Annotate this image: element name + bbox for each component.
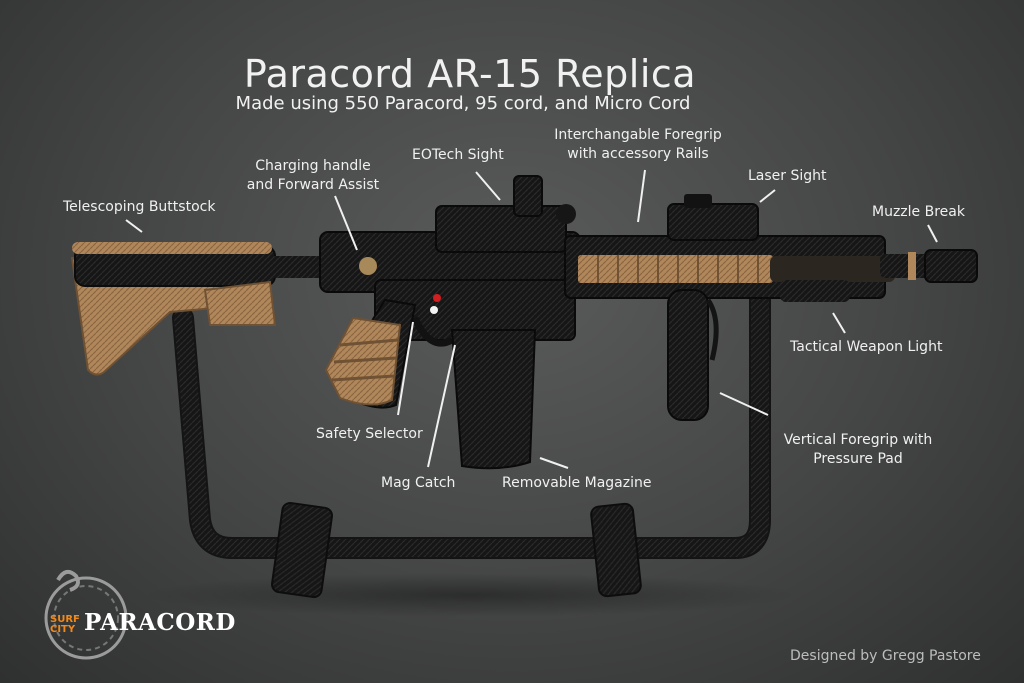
designer-credit: Designed by Gregg Pastore <box>790 648 981 664</box>
weapon-light <box>780 280 850 302</box>
label-vertical-foregrip: Vertical Foregrip with Pressure Pad <box>770 431 946 469</box>
label-vgrip-line-2: Pressure Pad <box>813 451 903 467</box>
label-foregrip-line-1: Interchangable Foregrip <box>554 127 722 143</box>
display-stand <box>172 289 771 599</box>
logo-surf-text: SURF <box>50 614 80 625</box>
label-foregrip: Interchangable Foregrip with accessory R… <box>548 126 728 164</box>
logo-knot-icon <box>44 569 128 660</box>
logo-city-text: CITY <box>50 624 76 635</box>
surf-city-paracord-logo: SURF CITY PARACORD <box>36 566 235 666</box>
label-vgrip-line-1: Vertical Foregrip with <box>783 432 933 448</box>
label-charging-handle: Charging handle and Forward Assist <box>238 157 388 195</box>
label-laser: Laser Sight <box>748 168 827 184</box>
callout-lines <box>125 169 938 469</box>
stand-shadow <box>140 573 800 617</box>
barrel <box>880 249 978 283</box>
logo-surf-city: SURF CITY <box>50 615 80 635</box>
label-mag-catch: Mag Catch <box>381 475 456 491</box>
label-charging-line-1: Charging handle <box>255 158 371 174</box>
label-muzzle: Muzzle Break <box>872 204 965 220</box>
magazine <box>450 329 537 470</box>
logo-paracord-text: PARACORD <box>84 609 236 636</box>
label-buttstock: Telescoping Buttstock <box>63 199 216 215</box>
label-safety: Safety Selector <box>316 426 423 442</box>
page-title: Paracord AR-15 Replica <box>243 52 697 96</box>
label-magazine: Removable Magazine <box>502 475 652 491</box>
label-weapon-light: Tactical Weapon Light <box>790 339 943 355</box>
pistol-grip <box>324 298 417 409</box>
page-subtitle: Made using 550 Paracord, 95 cord, and Mi… <box>235 93 691 114</box>
label-foregrip-line-2: with accessory Rails <box>567 146 709 162</box>
buttstock <box>70 242 330 376</box>
label-charging-line-2: and Forward Assist <box>246 177 380 193</box>
eotech-sight <box>435 175 576 253</box>
laser-sight <box>667 194 759 241</box>
vertical-foregrip <box>667 289 719 421</box>
label-eotech: EOTech Sight <box>412 147 504 163</box>
